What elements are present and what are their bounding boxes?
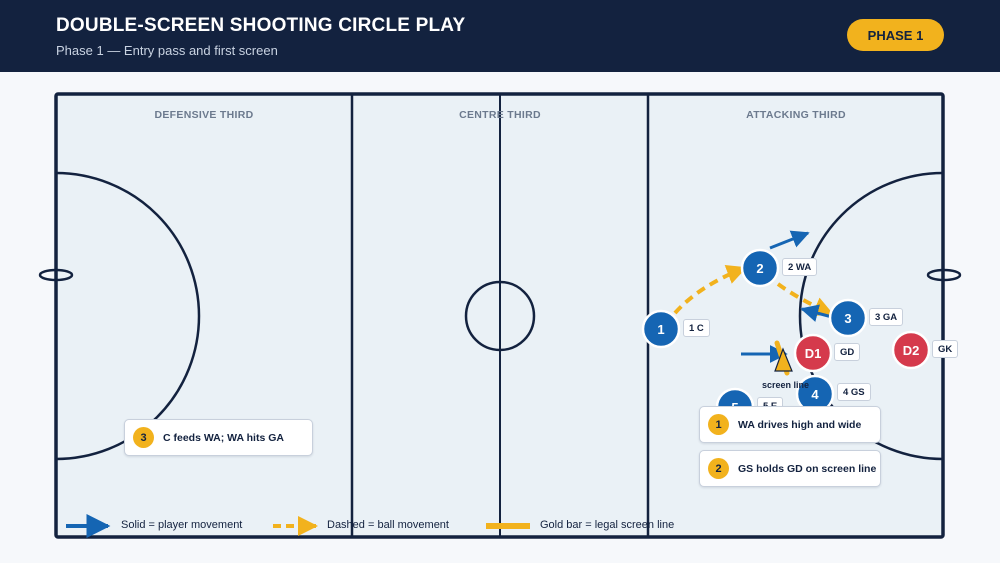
svg-text:1: 1 <box>657 322 664 337</box>
caution-triangle-icon <box>774 347 793 372</box>
legend-ball-movement: Dashed = ball movement <box>327 519 449 531</box>
step-card-1[interactable]: 1 WA drives high and wide <box>699 406 881 443</box>
player-attacker-1[interactable]: 1 <box>641 309 681 349</box>
svg-text:3: 3 <box>844 311 851 326</box>
step-number-badge: 1 <box>708 414 729 435</box>
zone-label-centre: CENTRE THIRD <box>459 109 541 121</box>
step-card-3[interactable]: 3 C feeds WA; WA hits GA <box>124 419 313 456</box>
zone-label-defensive: DEFENSIVE THIRD <box>154 109 253 121</box>
player-tag-1: 1 C <box>683 319 710 337</box>
step-text: GS holds GD on screen line <box>738 462 877 475</box>
shooting-circle-right <box>798 171 943 461</box>
page-title: DOUBLE-SCREEN SHOOTING CIRCLE PLAY <box>56 15 466 36</box>
step-card-2[interactable]: 2 GS holds GD on screen line <box>699 450 881 487</box>
header-bar: DOUBLE-SCREEN SHOOTING CIRCLE PLAY Phase… <box>0 0 1000 72</box>
legend-screen-line: Gold bar = legal screen line <box>540 519 675 531</box>
ball-pass-wa-to-ga <box>776 282 834 316</box>
player-defender-d2[interactable]: D2 <box>891 330 931 370</box>
step-number-badge: 2 <box>708 458 729 479</box>
player-tag-3: 3 GA <box>869 308 904 326</box>
step-number-badge: 3 <box>133 427 154 448</box>
wa-drive-arrow <box>769 230 810 250</box>
player-tag-d1: GD <box>834 343 861 361</box>
player-tag-2: 2 WA <box>782 258 818 276</box>
centre-circle <box>464 280 536 352</box>
svg-text:4: 4 <box>811 387 819 402</box>
player-tag-4: 4 GS <box>837 383 871 401</box>
player-attacker-3[interactable]: 3 <box>828 298 868 338</box>
legend-player-movement: Solid = player movement <box>121 519 243 531</box>
svg-text:D1: D1 <box>805 346 822 361</box>
shooting-circle-left <box>56 171 201 461</box>
page-subtitle: Phase 1 — Entry pass and first screen <box>56 43 278 58</box>
screen-line-label: screen line <box>762 380 810 390</box>
zone-label-attacking: ATTACKING THIRD <box>746 109 846 121</box>
svg-text:2: 2 <box>756 261 763 276</box>
goal-post-right <box>926 268 962 282</box>
player-attacker-2[interactable]: 2 <box>740 248 780 288</box>
player-tag-d2: GK <box>932 340 959 358</box>
svg-text:D2: D2 <box>903 343 920 358</box>
step-text: WA drives high and wide <box>738 418 862 431</box>
phase-badge[interactable]: PHASE 1 <box>847 19 944 51</box>
ball-pass-c-to-wa <box>673 265 747 315</box>
ga-lead-arrow <box>800 304 833 322</box>
goal-post-left <box>38 268 74 282</box>
step-text: C feeds WA; WA hits GA <box>163 431 284 444</box>
player-defender-d1[interactable]: D1 <box>793 333 833 373</box>
